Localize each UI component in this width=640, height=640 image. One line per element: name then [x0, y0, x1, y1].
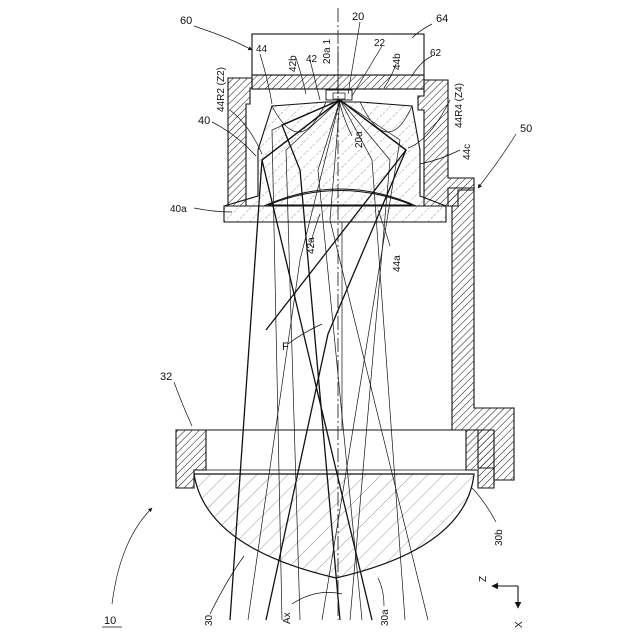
label-44c: 44c — [462, 144, 473, 160]
label-22: 22 — [374, 38, 386, 49]
label-44R4: 44R4 (Z4) — [454, 83, 465, 128]
label-42b: 42b — [288, 55, 299, 72]
label-44R2: 44R2 (Z2) — [216, 67, 227, 112]
label-40a: 40a — [170, 204, 187, 215]
label-20a1: 20a 1 — [322, 39, 333, 64]
label-X: X — [514, 621, 525, 628]
label-10: 10 — [104, 615, 116, 627]
label-44b: 44b — [392, 53, 403, 70]
label-40: 40 — [198, 115, 210, 127]
coordinate-axes — [492, 586, 518, 608]
label-Ax: Ax — [282, 612, 293, 624]
label-64: 64 — [436, 13, 448, 25]
label-60: 60 — [180, 15, 192, 27]
label-30: 30 — [204, 614, 215, 626]
label-30b: 30b — [494, 529, 505, 546]
label-44: 44 — [256, 44, 268, 55]
label-20a: 20a — [354, 131, 365, 148]
label-50: 50 — [520, 123, 532, 135]
label-42a: 42a — [306, 237, 317, 254]
label-62: 62 — [430, 48, 442, 59]
label-30a: 30a — [380, 609, 391, 626]
label-42: 42 — [306, 54, 318, 65]
label-F: F — [282, 341, 289, 353]
label-32: 32 — [160, 371, 172, 383]
label-Z: Z — [478, 576, 489, 582]
label-20: 20 — [352, 11, 364, 23]
label-44a: 44a — [392, 255, 403, 272]
